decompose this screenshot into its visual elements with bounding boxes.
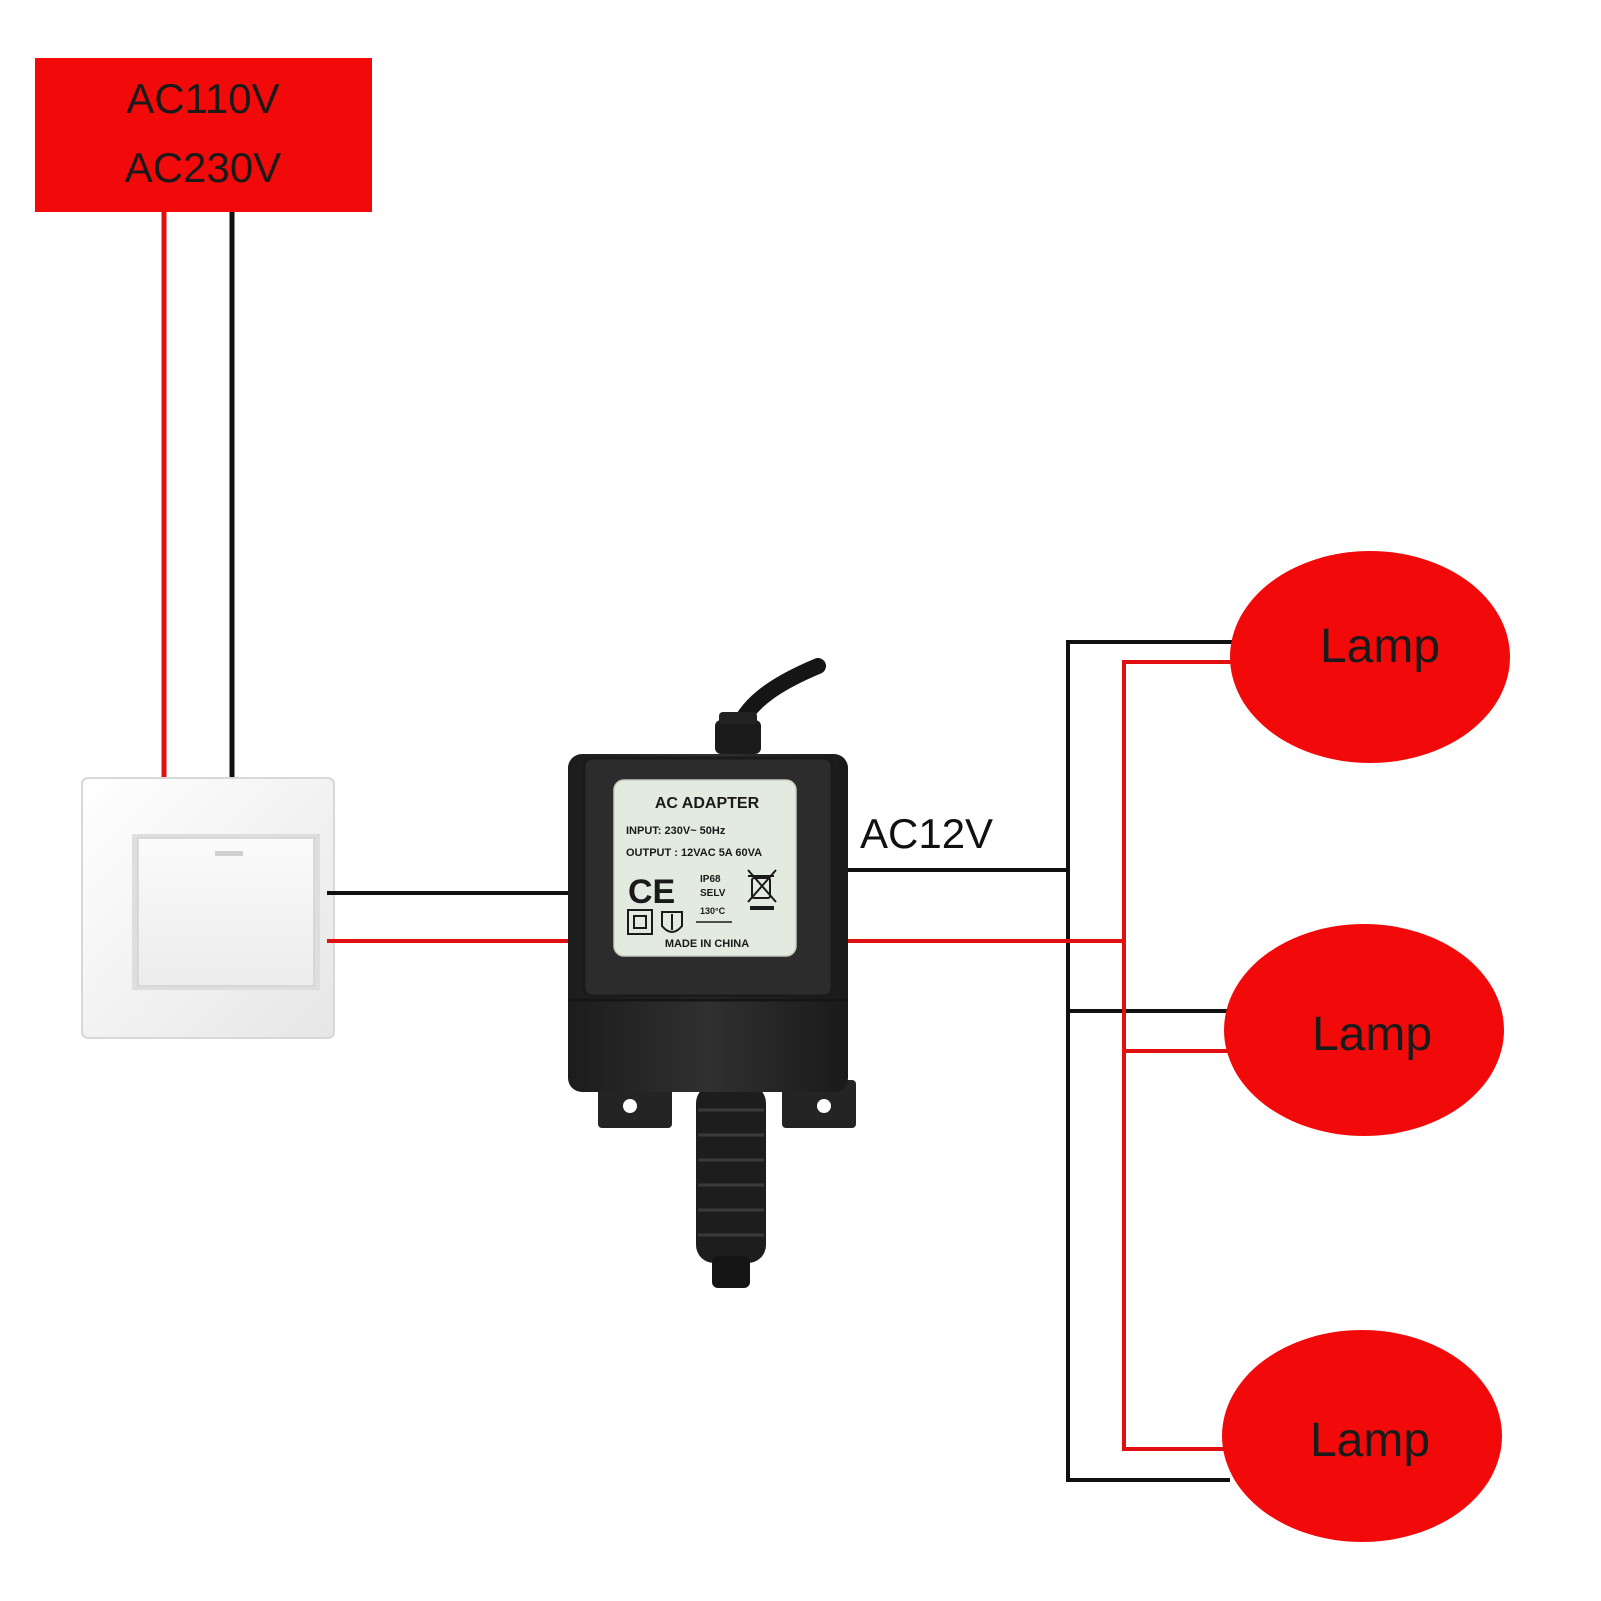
lamp-2: Lamp xyxy=(1224,924,1504,1136)
adapter-title: AC ADAPTER xyxy=(655,795,760,812)
ip-rating: IP68 xyxy=(700,874,721,885)
power-source-rect xyxy=(35,58,372,212)
switch-to-adapter-wires xyxy=(327,891,576,943)
lamp-2-label: Lamp xyxy=(1312,1008,1432,1061)
lamp-2-shape xyxy=(1224,924,1504,1136)
adapter-to-lamp-wires xyxy=(838,640,1240,1482)
adapter-label-plate xyxy=(613,779,797,957)
safety-transformer-icon xyxy=(661,911,683,933)
lamp-1-shape xyxy=(1230,551,1510,763)
source-wires xyxy=(161,212,235,782)
switch-indicator xyxy=(215,851,243,856)
lamp-3: Lamp xyxy=(1222,1330,1502,1542)
transformer-adapter-icon: AC ADAPTER INPUT: 230V~ 50Hz OUTPUT : 12… xyxy=(568,658,856,1288)
lamp-3-label: Lamp xyxy=(1310,1414,1430,1467)
lamp-1: Lamp xyxy=(1230,551,1510,763)
adapter-input-spec: INPUT: 230V~ 50Hz xyxy=(626,825,726,837)
made-in-text: MADE IN CHINA xyxy=(665,938,749,950)
switch-rocker xyxy=(137,837,315,987)
double-insulation-icon xyxy=(627,909,653,935)
weee-bin-icon xyxy=(747,869,777,910)
adapter-output-spec: OUTPUT : 12VAC 5A 60VA xyxy=(626,847,762,859)
output-voltage-label: AC12V xyxy=(860,810,993,857)
source-voltage-110: AC110V xyxy=(126,75,279,122)
ce-mark: CE xyxy=(628,873,675,911)
lamp-1-label: Lamp xyxy=(1320,620,1440,673)
adapter-output-cable xyxy=(696,1085,766,1263)
source-voltage-230: AC230V xyxy=(125,144,281,191)
wall-switch-icon xyxy=(81,777,335,1039)
temperature-mark: 130°C xyxy=(700,906,726,916)
lamp-3-shape xyxy=(1222,1330,1502,1542)
power-source-box: AC110V AC230V xyxy=(35,58,372,212)
selv-mark: SELV xyxy=(700,888,726,899)
